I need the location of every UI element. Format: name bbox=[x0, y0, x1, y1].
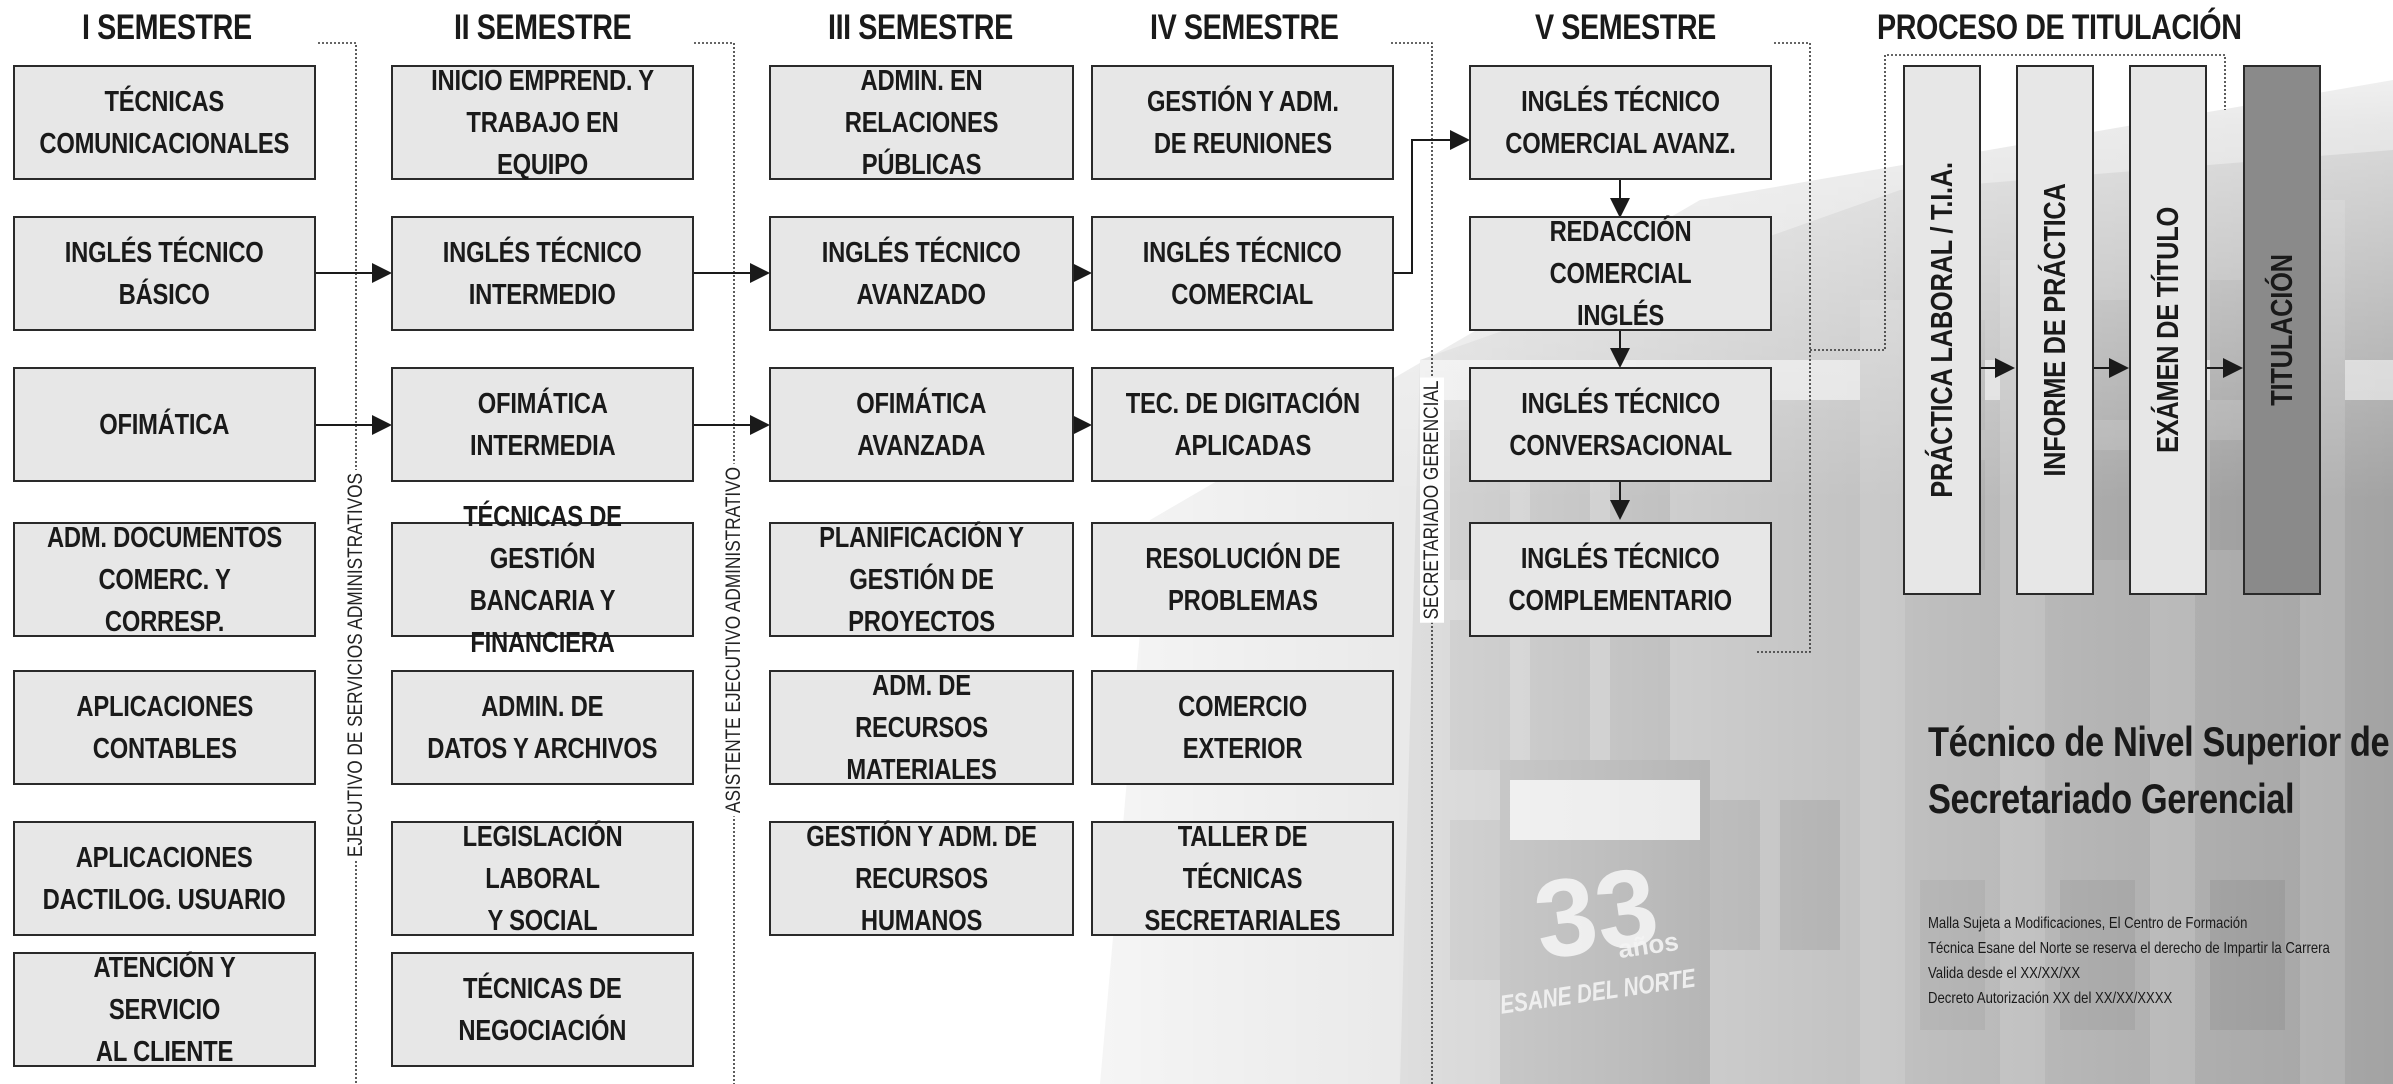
course-label: INGLÉS TÉCNICO BÁSICO bbox=[65, 236, 264, 311]
course-label: TALLER DE TÉCNICAS SECRETARIALES bbox=[1144, 820, 1341, 937]
course-label: INGLÉS TÉCNICO COMERCIAL bbox=[1143, 236, 1342, 311]
course-box: INGLÉS TÉCNICO AVANZADO bbox=[769, 216, 1074, 331]
course-box: INGLÉS TÉCNICO BÁSICO bbox=[13, 216, 316, 331]
titulacion-step-label: PRÁCTICA LABORAL / T.I.A. bbox=[1924, 162, 1959, 498]
titulacion-step-label: TITULACIÓN bbox=[2264, 254, 2299, 406]
course-box: ATENCIÓN Y SERVICIO AL CLIENTE bbox=[13, 952, 316, 1068]
course-label: TÉCNICAS DE NEGOCIACIÓN bbox=[458, 972, 627, 1047]
course-label: LEGISLACIÓN LABORAL Y SOCIAL bbox=[462, 820, 623, 937]
course-label: OFIMÁTICA bbox=[99, 408, 230, 441]
course-box: ADMIN. EN RELACIONES PÚBLICAS bbox=[769, 65, 1074, 181]
course-box: INGLÉS TÉCNICO INTERMEDIO bbox=[391, 216, 694, 331]
course-box: ADM. DE RECURSOS MATERIALES bbox=[769, 670, 1074, 786]
course-label: INGLÉS TÉCNICO AVANZADO bbox=[822, 236, 1021, 311]
titulacion-step: EXÁMEN DE TÍTULO bbox=[2129, 65, 2207, 595]
course-label: TÉCNICAS COMUNICACIONALES bbox=[39, 85, 290, 160]
course-box: INGLÉS TÉCNICO CONVERSACIONAL bbox=[1469, 367, 1772, 482]
header-semester-3: III SEMESTRE bbox=[828, 8, 1013, 47]
course-label: PLANIFICACIÓN Y GESTIÓN DE PROYECTOS bbox=[819, 521, 1024, 638]
titulacion-step: INFORME DE PRÁCTICA bbox=[2016, 65, 2094, 595]
program-title-line1: Técnico de Nivel Superior de bbox=[1928, 718, 2390, 765]
course-label: COMERCIO EXTERIOR bbox=[1178, 690, 1307, 765]
header-semester-5: V SEMESTRE bbox=[1535, 8, 1716, 47]
exit-label-ejecutivo: EJECUTIVO DE SERVICIOS ADMINISTRATIVOS bbox=[344, 469, 368, 861]
header-titulacion: PROCESO DE TITULACIÓN bbox=[1877, 8, 2242, 47]
course-label: ADM. DE RECURSOS MATERIALES bbox=[846, 669, 997, 786]
note-line: Técnica Esane del Norte se reserva el de… bbox=[1928, 940, 2330, 957]
course-label: INGLÉS TÉCNICO COMERCIAL AVANZ. bbox=[1505, 85, 1736, 160]
course-box: GESTIÓN Y ADM. DE REUNIONES bbox=[1091, 65, 1394, 180]
course-label: GESTIÓN Y ADM. DE RECURSOS HUMANOS bbox=[806, 820, 1037, 937]
titulacion-step: PRÁCTICA LABORAL / T.I.A. bbox=[1903, 65, 1981, 595]
header-semester-1: I SEMESTRE bbox=[82, 8, 252, 47]
course-label: TÉCNICAS DE GESTIÓN BANCARIA Y FINANCIER… bbox=[463, 500, 622, 659]
header-semester-2: II SEMESTRE bbox=[454, 8, 632, 47]
course-label: ATENCIÓN Y SERVICIO AL CLIENTE bbox=[93, 951, 236, 1068]
course-box: OFIMÁTICA AVANZADA bbox=[769, 367, 1074, 482]
course-box: LEGISLACIÓN LABORAL Y SOCIAL bbox=[391, 821, 694, 937]
course-label: ADM. DOCUMENTOS COMERC. Y CORRESP. bbox=[46, 521, 282, 638]
course-label: APLICACIONES CONTABLES bbox=[76, 690, 253, 765]
course-box: COMERCIO EXTERIOR bbox=[1091, 670, 1394, 785]
course-box: RESOLUCIÓN DE PROBLEMAS bbox=[1091, 522, 1394, 637]
course-label: ADMIN. DE DATOS Y ARCHIVOS bbox=[427, 690, 658, 765]
course-box: OFIMÁTICA bbox=[13, 367, 316, 482]
course-label: TEC. DE DIGITACIÓN APLICADAS bbox=[1125, 387, 1360, 462]
exit-label-secretariado: SECRETARIADO GERENCIAL bbox=[1420, 377, 1444, 623]
course-label: INGLÉS TÉCNICO INTERMEDIO bbox=[443, 236, 642, 311]
titulacion-final: TITULACIÓN bbox=[2243, 65, 2321, 595]
course-label: REDACCIÓN COMERCIAL INGLÉS bbox=[1549, 215, 1692, 332]
course-label: INGLÉS TÉCNICO COMPLEMENTARIO bbox=[1508, 542, 1733, 617]
course-box: TÉCNICAS DE GESTIÓN BANCARIA Y FINANCIER… bbox=[391, 501, 694, 659]
note-line: Decreto Autorización XX del XX/XX/XXXX bbox=[1928, 990, 2173, 1007]
course-box: PLANIFICACIÓN Y GESTIÓN DE PROYECTOS bbox=[769, 522, 1074, 638]
course-label: ADMIN. EN RELACIONES PÚBLICAS bbox=[844, 64, 999, 181]
course-label: INICIO EMPREND. Y TRABAJO EN EQUIPO bbox=[431, 64, 654, 181]
course-label: RESOLUCIÓN DE PROBLEMAS bbox=[1144, 542, 1340, 617]
course-box: INGLÉS TÉCNICO COMERCIAL AVANZ. bbox=[1469, 65, 1772, 180]
course-label: GESTIÓN Y ADM. DE REUNIONES bbox=[1146, 85, 1339, 160]
course-box: GESTIÓN Y ADM. DE RECURSOS HUMANOS bbox=[769, 821, 1074, 937]
course-box: OFIMÁTICA INTERMEDIA bbox=[391, 367, 694, 482]
course-box: TÉCNICAS DE NEGOCIACIÓN bbox=[391, 952, 694, 1067]
course-box: INGLÉS TÉCNICO COMPLEMENTARIO bbox=[1469, 522, 1772, 637]
course-box: APLICACIONES DACTILOG. USUARIO bbox=[13, 821, 316, 936]
course-box: ADM. DOCUMENTOS COMERC. Y CORRESP. bbox=[13, 522, 316, 638]
course-box: REDACCIÓN COMERCIAL INGLÉS bbox=[1469, 216, 1772, 332]
course-label: APLICACIONES DACTILOG. USUARIO bbox=[43, 841, 286, 916]
course-box: TALLER DE TÉCNICAS SECRETARIALES bbox=[1091, 821, 1394, 937]
course-box: ADMIN. DE DATOS Y ARCHIVOS bbox=[391, 670, 694, 785]
header-semester-4: IV SEMESTRE bbox=[1150, 8, 1339, 47]
course-label: OFIMÁTICA AVANZADA bbox=[856, 387, 987, 462]
course-box: TÉCNICAS COMUNICACIONALES bbox=[13, 65, 316, 180]
course-label: INGLÉS TÉCNICO CONVERSACIONAL bbox=[1509, 387, 1732, 462]
note-line: Valida desde el XX/XX/XX bbox=[1928, 965, 2081, 982]
titulacion-step-label: INFORME DE PRÁCTICA bbox=[2037, 183, 2072, 477]
titulacion-step-label: EXÁMEN DE TÍTULO bbox=[2150, 206, 2185, 454]
program-title-line2: Secretariado Gerencial bbox=[1928, 775, 2295, 822]
course-box: APLICACIONES CONTABLES bbox=[13, 670, 316, 785]
note-line: Malla Sujeta a Modificaciones, El Centro… bbox=[1928, 915, 2248, 932]
course-box: INGLÉS TÉCNICO COMERCIAL bbox=[1091, 216, 1394, 331]
course-label: OFIMÁTICA INTERMEDIA bbox=[469, 387, 616, 462]
course-box: INICIO EMPREND. Y TRABAJO EN EQUIPO bbox=[391, 65, 694, 181]
exit-label-asistente: ASISTENTE EJECUTIVO ADMINISTRATIVO bbox=[722, 463, 746, 817]
course-box: TEC. DE DIGITACIÓN APLICADAS bbox=[1091, 367, 1394, 482]
